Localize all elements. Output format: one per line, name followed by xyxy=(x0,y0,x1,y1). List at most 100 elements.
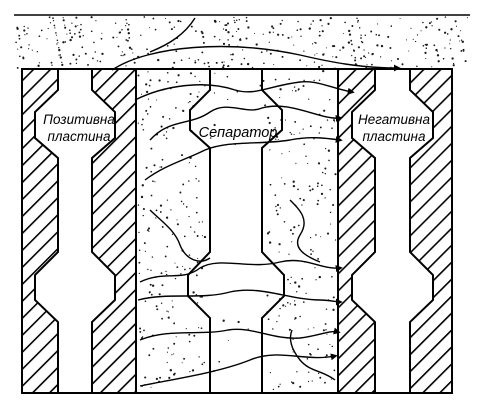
stipple-dot xyxy=(194,165,197,168)
stipple-dot xyxy=(95,20,97,22)
stipple-dot xyxy=(324,381,326,384)
ion-path xyxy=(149,209,211,262)
stipple-dot xyxy=(370,30,373,33)
stipple-dot xyxy=(309,236,312,239)
stipple-dot xyxy=(23,25,25,28)
stipple-dot xyxy=(379,56,382,58)
stipple-dot xyxy=(197,257,199,259)
stipple-dot xyxy=(71,22,73,24)
stipple-dot xyxy=(112,36,115,39)
stipple-dot xyxy=(363,55,366,58)
stipple-dot xyxy=(425,47,428,49)
stipple-dot xyxy=(165,131,168,133)
ion-path xyxy=(289,199,321,263)
stipple-dot xyxy=(350,39,353,42)
stipple-dot xyxy=(290,276,292,278)
stipple-dot xyxy=(140,34,142,37)
stipple-dot xyxy=(326,119,329,121)
stipple-dot xyxy=(161,158,164,161)
stipple-dot xyxy=(354,63,357,66)
stipple-dot xyxy=(306,357,309,360)
stipple-dot xyxy=(460,30,462,32)
stipple-dot xyxy=(231,35,234,38)
stipple-dot xyxy=(285,305,287,307)
stipple-dot xyxy=(74,25,77,28)
stipple-dot xyxy=(191,369,195,372)
stipple-dot xyxy=(311,43,314,45)
stipple-dot xyxy=(245,37,248,40)
stipple-dot xyxy=(313,61,316,63)
stipple-dot xyxy=(267,116,270,119)
stipple-dot xyxy=(201,363,204,366)
stipple-dot xyxy=(81,46,84,49)
stipple-dot xyxy=(305,292,307,295)
stipple-dot xyxy=(165,137,168,140)
stipple-dot xyxy=(152,17,155,20)
stipple-dot xyxy=(213,35,216,38)
stipple-dot xyxy=(240,63,243,66)
stipple-dot xyxy=(78,35,82,38)
stipple-dot xyxy=(145,83,148,86)
stipple-dot xyxy=(321,184,323,187)
stipple-dot xyxy=(268,31,271,34)
stipple-dot xyxy=(307,163,309,165)
stipple-dot xyxy=(167,80,169,83)
stipple-dot xyxy=(126,22,128,25)
stipple-dot xyxy=(165,270,167,273)
stipple-dot xyxy=(442,57,445,60)
stipple-dot xyxy=(166,310,168,312)
stipple-dot xyxy=(87,63,89,66)
stipple-dot xyxy=(214,72,216,74)
stipple-dot xyxy=(276,213,279,216)
stipple-dot xyxy=(48,16,51,19)
stipple-dot xyxy=(331,127,333,130)
stipple-dot xyxy=(122,55,124,57)
stipple-dot xyxy=(160,210,162,213)
stipple-dot xyxy=(152,347,155,350)
stipple-dot xyxy=(279,119,282,121)
stipple-dot xyxy=(233,16,235,19)
stipple-dot xyxy=(160,166,163,168)
stipple-dot xyxy=(360,37,362,39)
stipple-dot xyxy=(302,84,305,88)
stipple-dot xyxy=(328,98,331,101)
stipple-dot xyxy=(55,34,57,36)
ion-path xyxy=(139,259,343,283)
stipple-dot xyxy=(306,65,308,67)
stipple-dot xyxy=(272,388,275,391)
stipple-dot xyxy=(297,89,300,91)
stipple-dot xyxy=(161,317,163,320)
stipple-dot xyxy=(222,319,225,322)
stipple-dot xyxy=(325,354,328,357)
stipple-dot xyxy=(279,88,282,91)
stipple-dot xyxy=(196,95,199,98)
positive-plate-label-line2: пластина xyxy=(48,129,111,144)
stipple-dot xyxy=(317,65,321,69)
stipple-dot xyxy=(37,64,40,67)
stipple-dot xyxy=(318,275,321,279)
stipple-dot xyxy=(16,66,19,69)
stipple-dot xyxy=(162,115,165,118)
stipple-dot xyxy=(250,129,252,131)
stipple-dot xyxy=(431,66,433,68)
stipple-dot xyxy=(38,62,41,64)
stipple-dot xyxy=(144,376,147,379)
stipple-dot xyxy=(310,354,312,356)
negative-plate-label: Негативна пластина xyxy=(358,112,431,144)
stipple-dot xyxy=(321,64,323,66)
stipple-dot xyxy=(297,224,300,227)
stipple-dot xyxy=(62,41,65,44)
stipple-dot xyxy=(180,59,183,62)
stipple-dot xyxy=(321,25,323,27)
stipple-dot xyxy=(49,22,52,24)
stipple-dot xyxy=(290,133,293,135)
stipple-dot xyxy=(242,49,244,51)
stipple-dot xyxy=(315,279,317,281)
stipple-dot xyxy=(449,39,451,41)
stipple-dot xyxy=(275,205,277,208)
stipple-dot xyxy=(288,328,291,331)
stipple-dot xyxy=(364,56,367,59)
stipple-dot xyxy=(387,35,390,38)
stipple-dot xyxy=(323,109,326,112)
stipple-dot xyxy=(292,381,295,385)
